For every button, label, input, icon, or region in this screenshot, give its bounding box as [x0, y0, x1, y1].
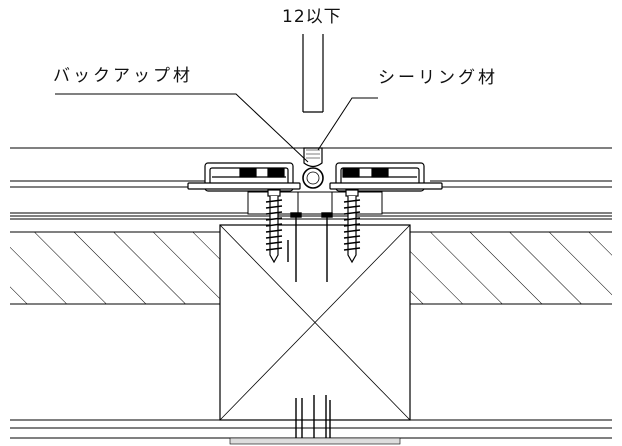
hatched-slab-right: [410, 231, 612, 305]
leader-lines: [55, 93, 378, 163]
joint-width-label: 12以下: [282, 7, 342, 27]
sealing-material-label: シーリング材: [378, 68, 498, 88]
bottom-nails: [295, 395, 331, 438]
bottom-layers: [10, 419, 612, 445]
hatched-slab-left: [10, 231, 220, 305]
dimension-post: [302, 34, 324, 113]
sealant-joint: [303, 147, 323, 168]
clip-left: [187, 162, 301, 192]
clip-right: [329, 162, 443, 192]
support-beam: [219, 224, 411, 421]
screw-left: [265, 189, 283, 264]
backup-material-label: バックアップ材: [53, 66, 193, 86]
backup-rod: [302, 167, 324, 189]
top-nails: [287, 212, 333, 282]
screw-right: [343, 189, 361, 264]
